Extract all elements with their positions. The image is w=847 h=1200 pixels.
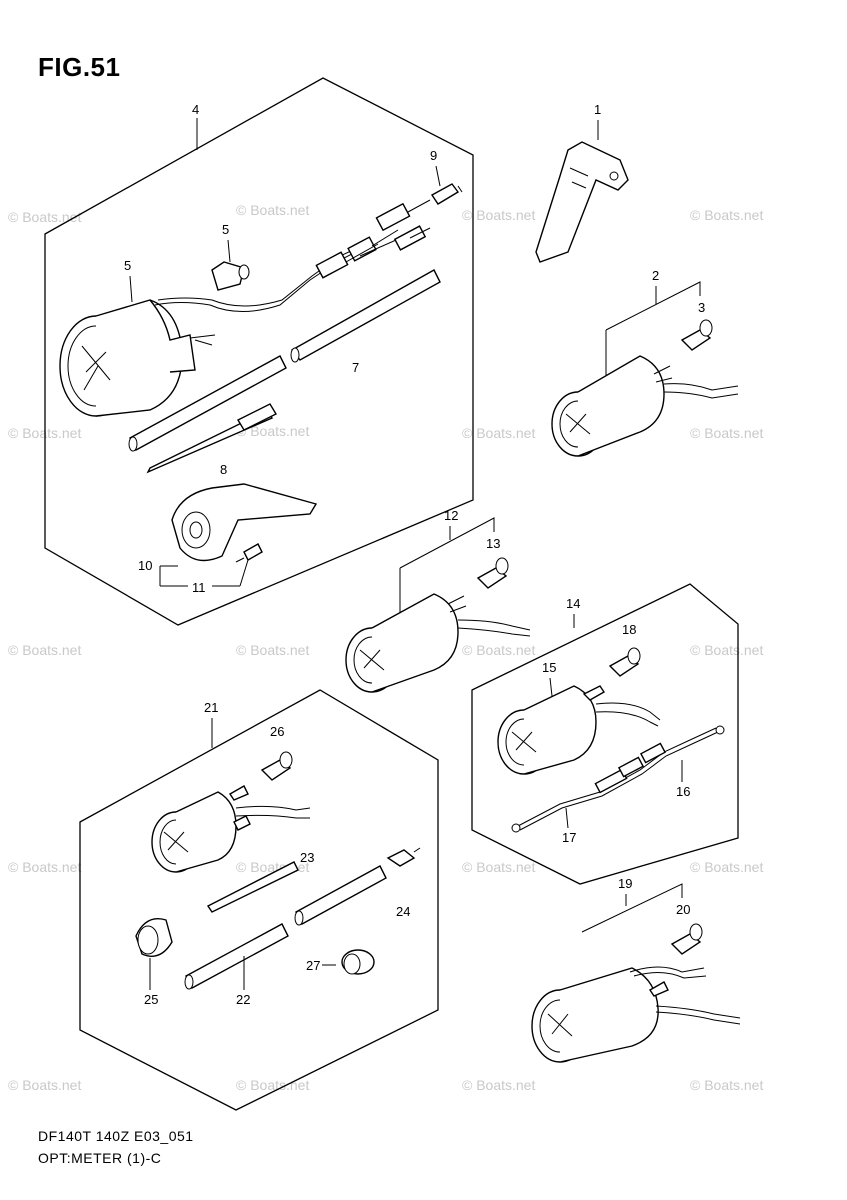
callout-5: 5 bbox=[124, 258, 131, 273]
cable-pipe-7 bbox=[128, 269, 441, 474]
watermark: © Boats.net bbox=[462, 642, 535, 658]
footer-section-title: OPT:METER (1)-C bbox=[38, 1150, 162, 1166]
group-14-gauge-kit: 14 15 18 17 16 bbox=[471, 583, 739, 885]
watermark: © Boats.net bbox=[8, 859, 81, 875]
callout-21: 21 bbox=[204, 700, 218, 715]
watermark: © Boats.net bbox=[690, 207, 763, 223]
callout-15: 15 bbox=[542, 660, 556, 675]
watermark: © Boats.net bbox=[690, 1077, 763, 1093]
bulb-9 bbox=[430, 183, 463, 205]
watermark: © Boats.net bbox=[236, 642, 309, 658]
callout-20: 20 bbox=[676, 902, 690, 917]
callout-14: 14 bbox=[566, 596, 580, 611]
watermark: © Boats.net bbox=[462, 1077, 535, 1093]
callout-3: 3 bbox=[698, 300, 705, 315]
watermark: © Boats.net bbox=[462, 425, 535, 441]
part-2-gauge: 2 bbox=[551, 268, 739, 457]
tachometer-gauge bbox=[59, 245, 363, 417]
watermark: © Boats.net bbox=[8, 642, 81, 658]
callout-7: 7 bbox=[352, 360, 359, 375]
callout-19: 19 bbox=[618, 876, 632, 891]
callout-12: 12 bbox=[444, 508, 458, 523]
callout-17: 17 bbox=[562, 830, 576, 845]
wiring-harness-connectors bbox=[315, 199, 431, 279]
extension-wire-17 bbox=[511, 725, 725, 833]
figure-title: FIG.51 bbox=[38, 52, 121, 82]
watermark: © Boats.net bbox=[462, 207, 535, 223]
callout-24: 24 bbox=[396, 904, 410, 919]
part-12-gauge: 12 bbox=[345, 508, 531, 693]
group-21-outline bbox=[79, 689, 439, 1111]
callout-2: 2 bbox=[652, 268, 659, 283]
group-14-outline bbox=[471, 583, 739, 885]
watermark: © Boats.net bbox=[462, 859, 535, 875]
grommet-25 bbox=[135, 918, 173, 957]
group-4-outline bbox=[44, 77, 474, 626]
callout-5: 5 bbox=[222, 222, 229, 237]
watermark: © Boats.net bbox=[236, 423, 309, 439]
callout-16: 16 bbox=[676, 784, 690, 799]
cap-27 bbox=[341, 949, 375, 975]
watermark: © Boats.net bbox=[690, 859, 763, 875]
group-21-gauge-kit: 21 26 23 24 22 bbox=[79, 689, 439, 1111]
bulb-socket bbox=[211, 261, 250, 291]
group-4-tachometer-kit: 4 5 bbox=[44, 77, 474, 626]
part-19-gauge: 19 20 bbox=[531, 876, 741, 1063]
screw-11 bbox=[235, 543, 263, 563]
callout-23: 23 bbox=[300, 850, 314, 865]
callout-18: 18 bbox=[622, 622, 636, 637]
callout-4: 4 bbox=[192, 102, 199, 117]
callout-8: 8 bbox=[220, 462, 227, 477]
watermark: © Boats.net bbox=[8, 1077, 81, 1093]
part-1-sender-bracket bbox=[535, 141, 629, 263]
watermark: © Boats.net bbox=[236, 202, 309, 218]
callout-22: 22 bbox=[236, 992, 250, 1007]
callout-25: 25 bbox=[144, 992, 158, 1007]
callout-9: 9 bbox=[430, 148, 437, 163]
callout-13: 13 bbox=[486, 536, 500, 551]
gauge-bracket-8 bbox=[171, 483, 318, 562]
callout-11: 11 bbox=[192, 580, 206, 595]
watermark-layer: © Boats.net © Boats.net © Boats.net © Bo… bbox=[8, 202, 763, 1093]
watermark: © Boats.net bbox=[236, 1077, 309, 1093]
footer-model-code: DF140T 140Z E03_051 bbox=[38, 1128, 194, 1144]
callout-27: 27 bbox=[306, 958, 320, 973]
callout-26: 26 bbox=[270, 724, 284, 739]
watermark: © Boats.net bbox=[690, 642, 763, 658]
callout-10: 10 bbox=[138, 558, 152, 573]
watermark: © Boats.net bbox=[8, 209, 81, 225]
callout-1: 1 bbox=[594, 102, 601, 117]
watermark: © Boats.net bbox=[690, 425, 763, 441]
